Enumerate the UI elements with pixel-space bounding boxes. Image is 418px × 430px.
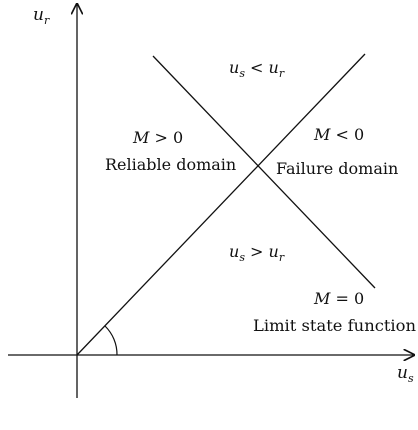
top-region-label: us < ur xyxy=(229,58,285,80)
x-axis-label: us xyxy=(397,363,414,385)
failure-condition: M < 0 xyxy=(313,125,364,144)
reliable-condition: M > 0 xyxy=(132,128,183,147)
limit-state-line xyxy=(152,55,376,289)
limit-state-label: Limit state function xyxy=(253,316,416,335)
limit-state-condition: M = 0 xyxy=(313,289,364,308)
y-axis-label: ur xyxy=(33,5,50,27)
diagonal-line xyxy=(76,53,366,356)
angle-arc xyxy=(104,325,118,356)
bottom-region-label: us > ur xyxy=(229,242,285,264)
failure-domain-label: Failure domain xyxy=(276,159,398,178)
reliable-domain-label: Reliable domain xyxy=(105,155,236,174)
